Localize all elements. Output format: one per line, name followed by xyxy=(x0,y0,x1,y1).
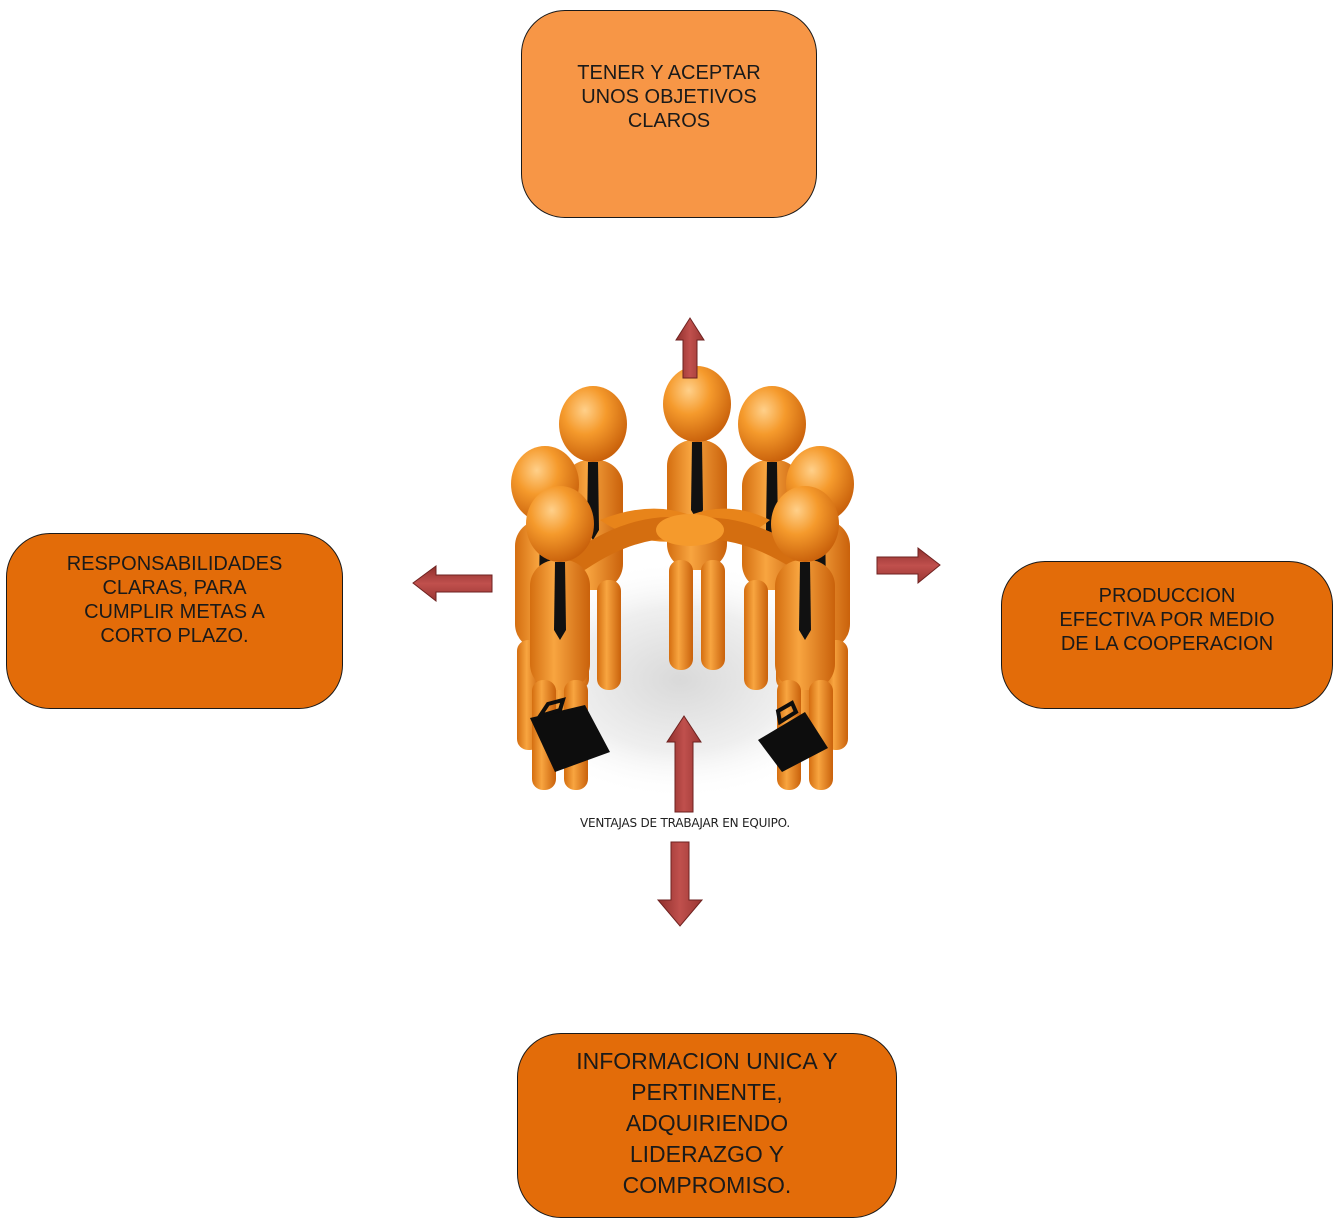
arrow-down xyxy=(656,841,704,927)
briefcase-icon xyxy=(758,700,828,772)
arrow-up-center xyxy=(666,715,702,813)
bottom-box-information: INFORMACION UNICA Y PERTINENTE, ADQUIRIE… xyxy=(517,1033,897,1218)
arrow-left xyxy=(412,565,493,603)
right-box-text: PRODUCCION EFECTIVA POR MEDIO DE LA COOP… xyxy=(1059,585,1275,655)
center-caption: VENTAJAS DE TRABAJAR EN EQUIPO. xyxy=(579,816,791,830)
briefcase-icon xyxy=(530,697,610,772)
arrow-up-top xyxy=(675,317,705,379)
top-box-text: TENER Y ACEPTAR UNOS OBJETIVOS CLAROS xyxy=(577,62,761,132)
left-box-responsibilities: RESPONSABILIDADES CLARAS, PARA CUMPLIR M… xyxy=(6,533,343,709)
right-box-production: PRODUCCION EFECTIVA POR MEDIO DE LA COOP… xyxy=(1001,561,1333,709)
left-box-text: RESPONSABILIDADES CLARAS, PARA CUMPLIR M… xyxy=(66,553,283,647)
bottom-box-text: INFORMACION UNICA Y PERTINENTE, ADQUIRIE… xyxy=(576,1048,838,1198)
team-figures xyxy=(511,366,854,790)
arrow-right xyxy=(876,546,941,585)
top-box-objectives: TENER Y ACEPTAR UNOS OBJETIVOS CLAROS xyxy=(521,10,817,218)
